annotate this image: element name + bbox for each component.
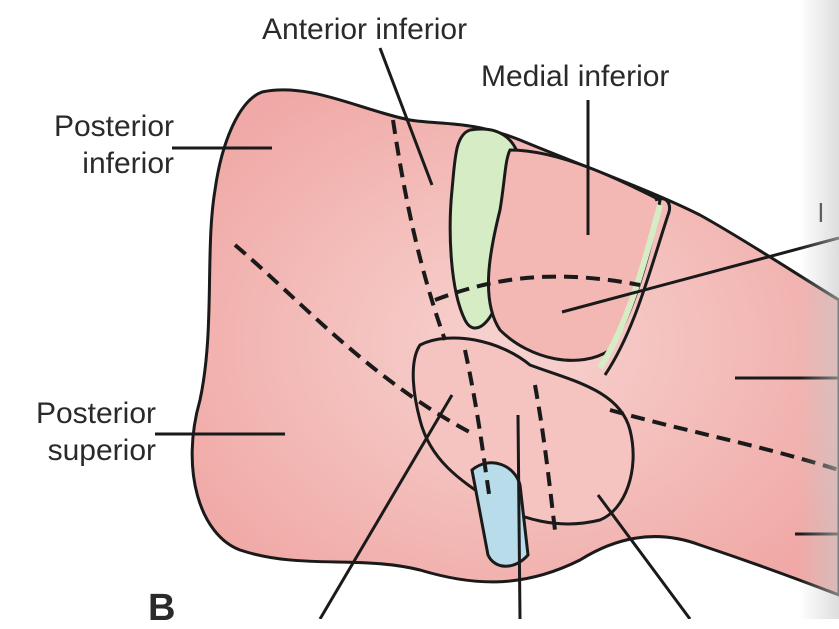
label-posterior-inferior-line2: inferior — [24, 145, 174, 182]
label-posterior-inferior: Posterior inferior — [24, 108, 174, 182]
label-posterior-superior-line1: Posterior — [16, 395, 156, 432]
label-posterior-superior-line2: superior — [16, 432, 156, 469]
label-anterior-inferior: Anterior inferior — [262, 11, 467, 48]
panel-letter: B — [148, 590, 175, 627]
label-medial-inferior: Medial inferior — [481, 58, 669, 95]
page-edge-shadow — [799, 0, 839, 619]
label-posterior-inferior-line1: Posterior — [24, 108, 174, 145]
label-posterior-superior: Posterior superior — [16, 395, 156, 469]
